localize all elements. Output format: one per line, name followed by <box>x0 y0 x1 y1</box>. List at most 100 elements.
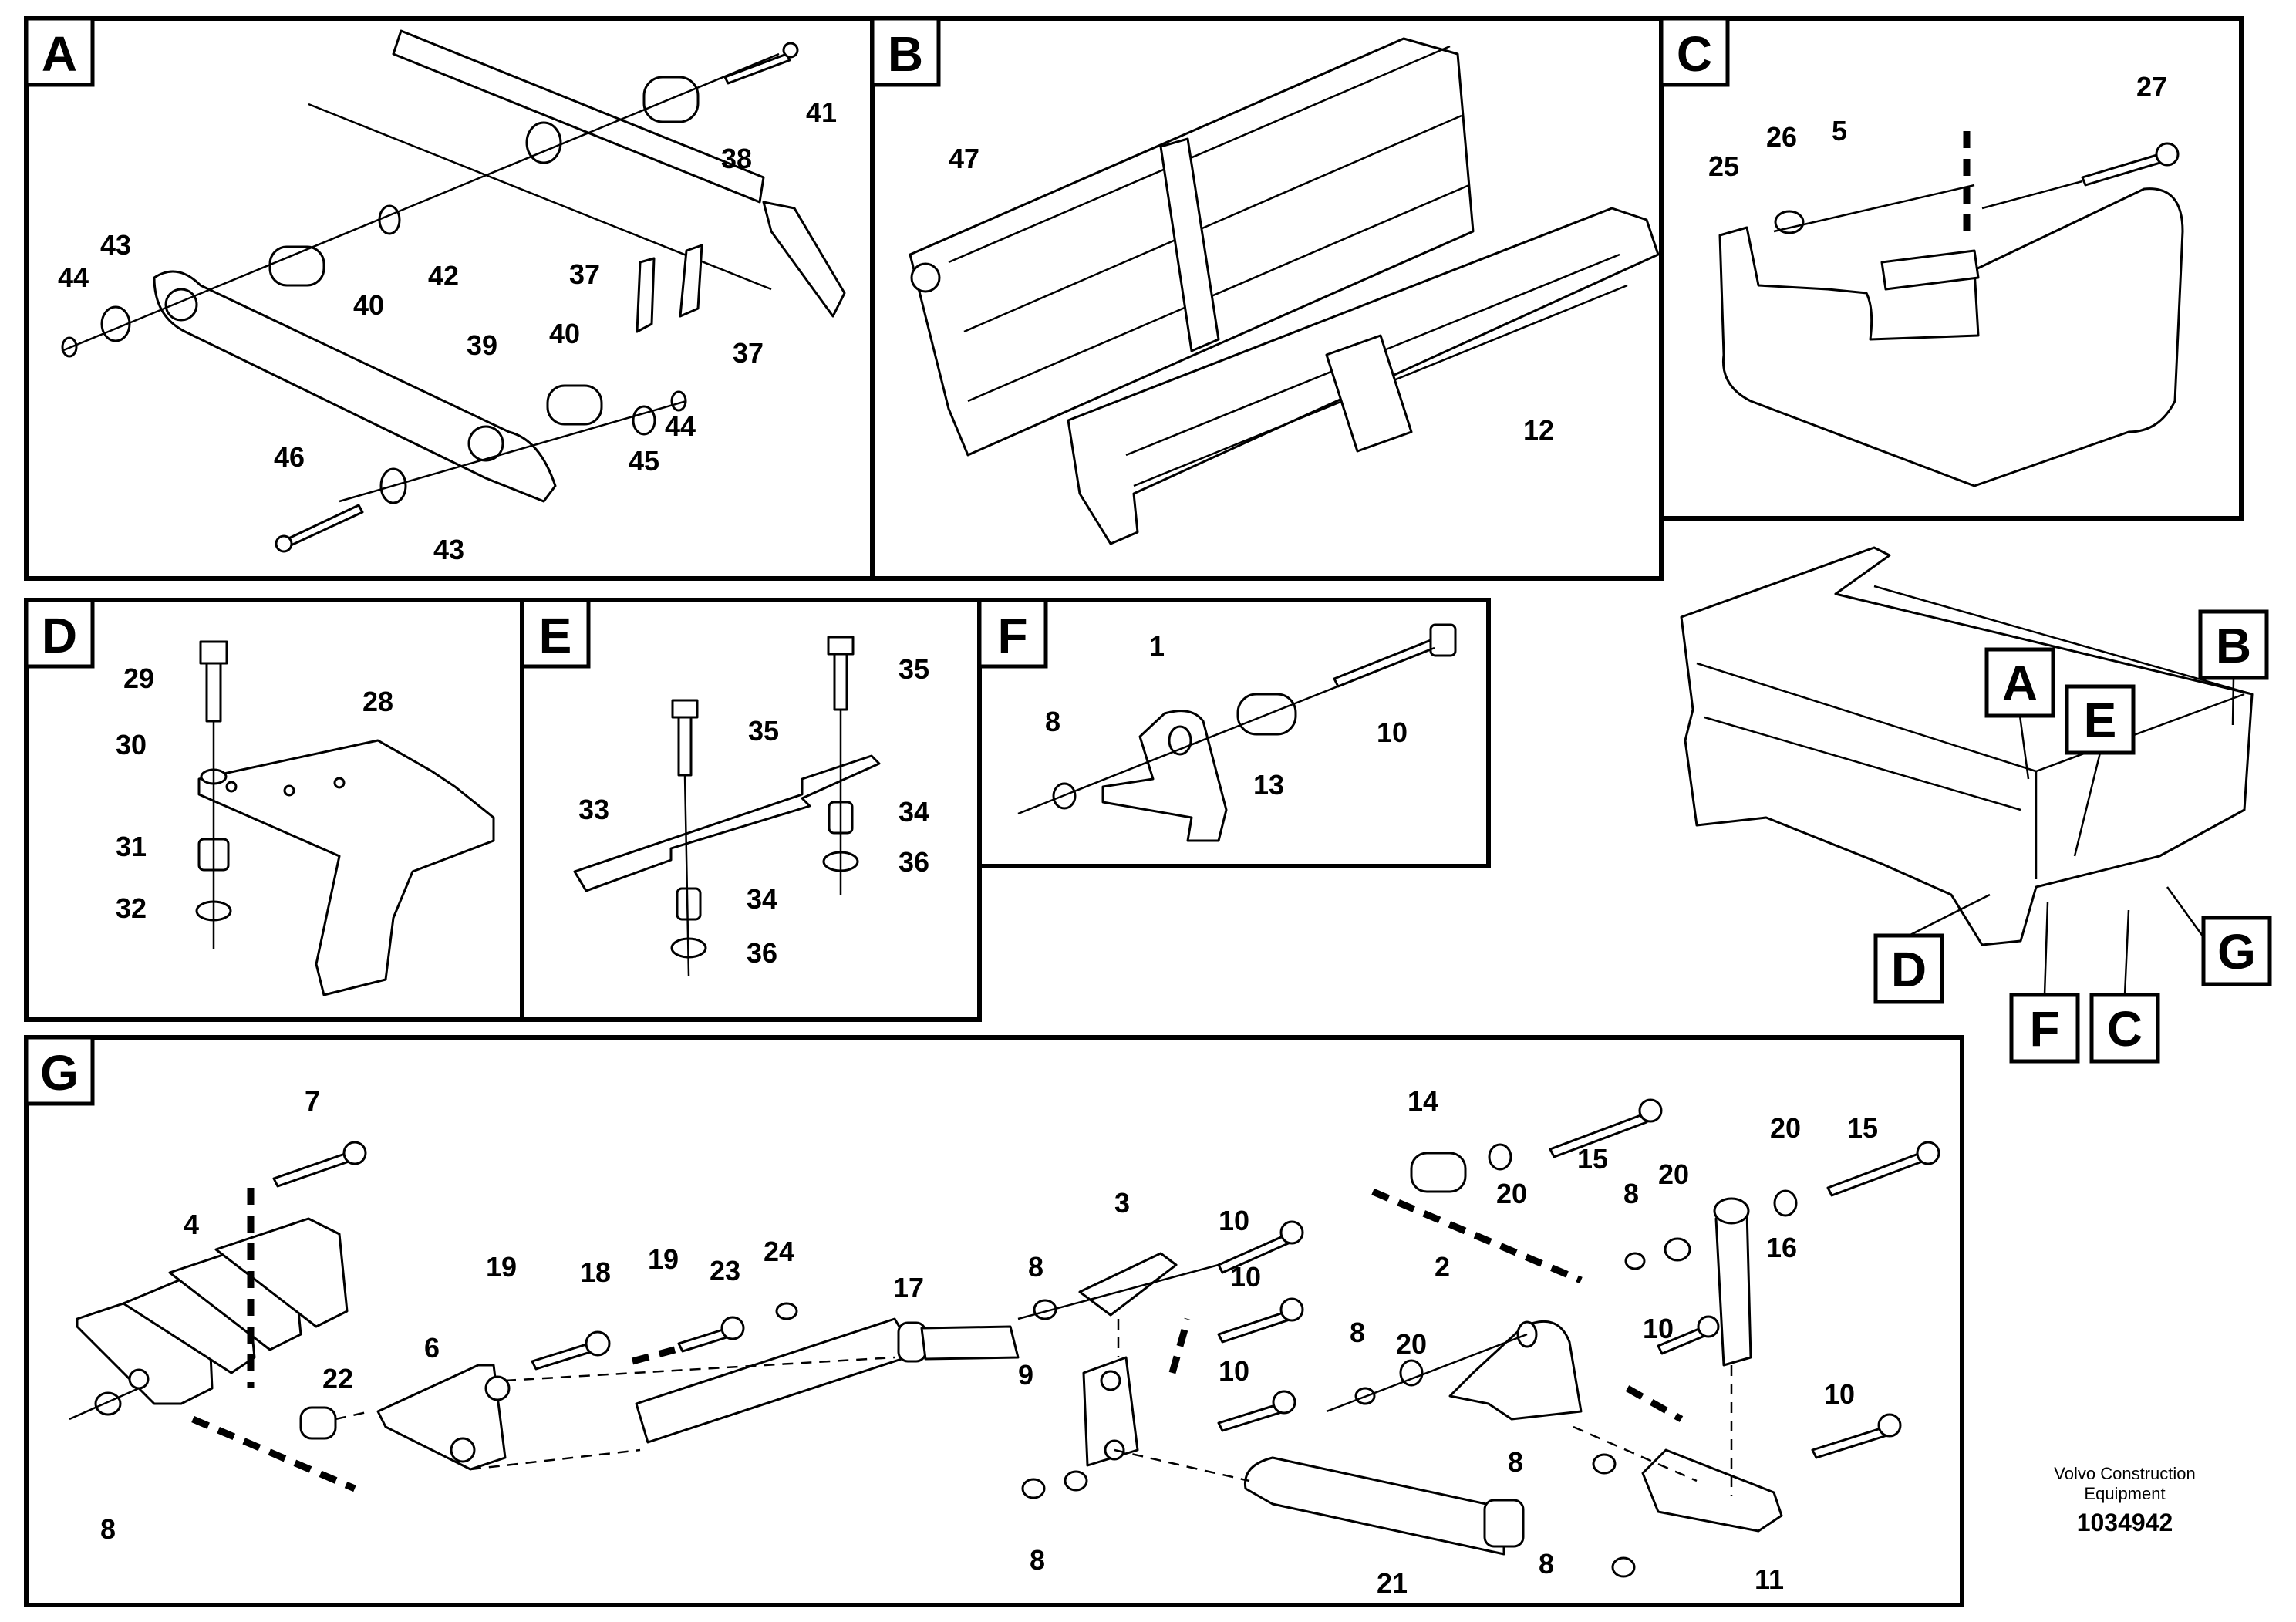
panel-f-label: F <box>997 608 1027 663</box>
callout-number: 14 <box>1408 1085 1438 1117</box>
callout-number: 23 <box>710 1255 740 1286</box>
callout-number: 8 <box>1028 1251 1043 1283</box>
callout-number: 2 <box>1435 1251 1450 1283</box>
lever-6 <box>376 1364 507 1471</box>
callout-number: 19 <box>486 1251 517 1283</box>
svg-text:C: C <box>2107 1001 2143 1057</box>
callout-number: 40 <box>353 289 384 321</box>
bushing-14 <box>1410 1152 1467 1193</box>
panel-b-label: B <box>888 26 923 82</box>
callout-number: 34 <box>747 883 777 915</box>
panel-a-label: A <box>42 26 77 82</box>
callout-number: 24 <box>764 1236 794 1267</box>
callout-number: 10 <box>1219 1355 1249 1387</box>
cylinder-17 <box>635 1317 908 1444</box>
panel-a-callouts: 41 38 43 44 40 42 37 37 39 40 44 45 46 4… <box>58 96 837 565</box>
callout-number: 1 <box>1149 630 1165 662</box>
callout-number: 20 <box>1396 1328 1427 1360</box>
panel-d-label: D <box>42 608 77 663</box>
callout-number: 36 <box>747 937 777 969</box>
callout-number: 21 <box>1377 1567 1408 1599</box>
callout-number: 8 <box>100 1513 116 1545</box>
callout-number: 40 <box>549 318 580 349</box>
callout-number: 43 <box>100 229 131 261</box>
doc-number: 1034942 <box>2077 1509 2173 1536</box>
callout-number: 3 <box>1114 1187 1130 1219</box>
panel-g: G <box>24 1035 1964 1607</box>
svg-text:F: F <box>2029 1001 2059 1057</box>
panel-c-label: C <box>1677 26 1712 82</box>
panel-b: B 47 12 <box>870 16 1664 581</box>
bushing-40b <box>546 384 603 426</box>
side-rail <box>392 29 765 204</box>
bracket-25 <box>1718 187 2184 487</box>
panel-b-callouts: 47 12 <box>949 143 1554 446</box>
callout-number: 4 <box>184 1209 199 1240</box>
callout-number: 34 <box>899 796 929 828</box>
callout-number: 43 <box>433 534 464 565</box>
svg-text:B: B <box>2216 618 2251 673</box>
callout-number: 47 <box>949 143 979 174</box>
callout-number: 27 <box>2136 71 2167 103</box>
callout-number: 20 <box>1496 1178 1527 1209</box>
overview-machine <box>1680 546 2254 946</box>
bracket-1 <box>1101 710 1228 842</box>
bushing-40a <box>268 245 325 287</box>
svg-text:A: A <box>2002 656 2038 711</box>
callout-number: 19 <box>648 1243 679 1275</box>
callout-number: 6 <box>424 1332 440 1364</box>
footer-company-2: Equipment <box>2084 1484 2165 1503</box>
callout-number: 35 <box>899 653 929 685</box>
footer-company: Volvo Construction <box>2054 1464 2195 1483</box>
wedge-3 <box>1078 1252 1178 1317</box>
panel-c: C 25 26 5 27 <box>1659 16 2244 521</box>
callout-number: 10 <box>1824 1378 1855 1410</box>
callout-number: 9 <box>1018 1359 1033 1391</box>
callout-number: 15 <box>1577 1143 1608 1175</box>
callout-number: 8 <box>1045 706 1060 737</box>
panel-f-callouts: 1 8 10 13 <box>1045 630 1408 801</box>
panel-e: E 35 35 33 34 34 36 36 <box>520 598 982 1022</box>
callout-number: 37 <box>733 337 764 369</box>
callout-number: 13 <box>1253 769 1284 801</box>
callout-number: 16 <box>1766 1232 1797 1263</box>
panel-g-label: G <box>40 1045 79 1101</box>
callout-number: 11 <box>1755 1563 1784 1595</box>
callout-number: 8 <box>1623 1178 1639 1209</box>
panel-e-label: E <box>539 608 572 663</box>
footer: Volvo Construction Equipment 1034942 <box>2054 1464 2195 1536</box>
svg-text:E: E <box>2084 693 2117 748</box>
callout-number: 44 <box>58 261 89 293</box>
callout-number: 25 <box>1708 150 1739 182</box>
callout-number: 18 <box>580 1256 611 1288</box>
callout-number: 37 <box>569 258 600 290</box>
plate-5 <box>1880 249 1980 291</box>
lever-11 <box>1641 1448 1783 1533</box>
cylinder-21 <box>1243 1456 1505 1556</box>
callout-number: 8 <box>1508 1446 1523 1478</box>
callout-number: 15 <box>1847 1112 1878 1144</box>
callout-number: 8 <box>1030 1544 1045 1576</box>
panel-a: A 41 38 43 44 <box>24 16 875 581</box>
callout-number: 5 <box>1832 115 1847 147</box>
callout-number: 32 <box>116 892 147 924</box>
callout-number: 41 <box>806 96 837 128</box>
arm-39 <box>153 270 557 503</box>
panel-g-callouts: 7 4 19 18 19 23 24 6 22 8 17 3 10 8 10 9… <box>100 1085 1878 1599</box>
rod-16 <box>1714 1209 1752 1367</box>
callout-number: 17 <box>893 1272 924 1303</box>
callout-number: 8 <box>1539 1548 1554 1580</box>
callout-number: 33 <box>578 794 609 825</box>
callout-number: 36 <box>899 846 929 878</box>
bar-33 <box>573 754 881 892</box>
panel-c-callouts: 25 26 5 27 <box>1708 71 2167 182</box>
overview-labels: A B E D F C G <box>1873 609 2272 1064</box>
callout-number: 30 <box>116 729 147 760</box>
callout-number: 45 <box>629 445 659 477</box>
truck-body <box>1680 546 2254 946</box>
callout-number: 10 <box>1230 1261 1261 1293</box>
callout-number: 38 <box>721 143 752 174</box>
svg-text:D: D <box>1891 942 1927 997</box>
svg-text:G: G <box>2217 924 2256 980</box>
callout-number: 35 <box>748 715 779 747</box>
